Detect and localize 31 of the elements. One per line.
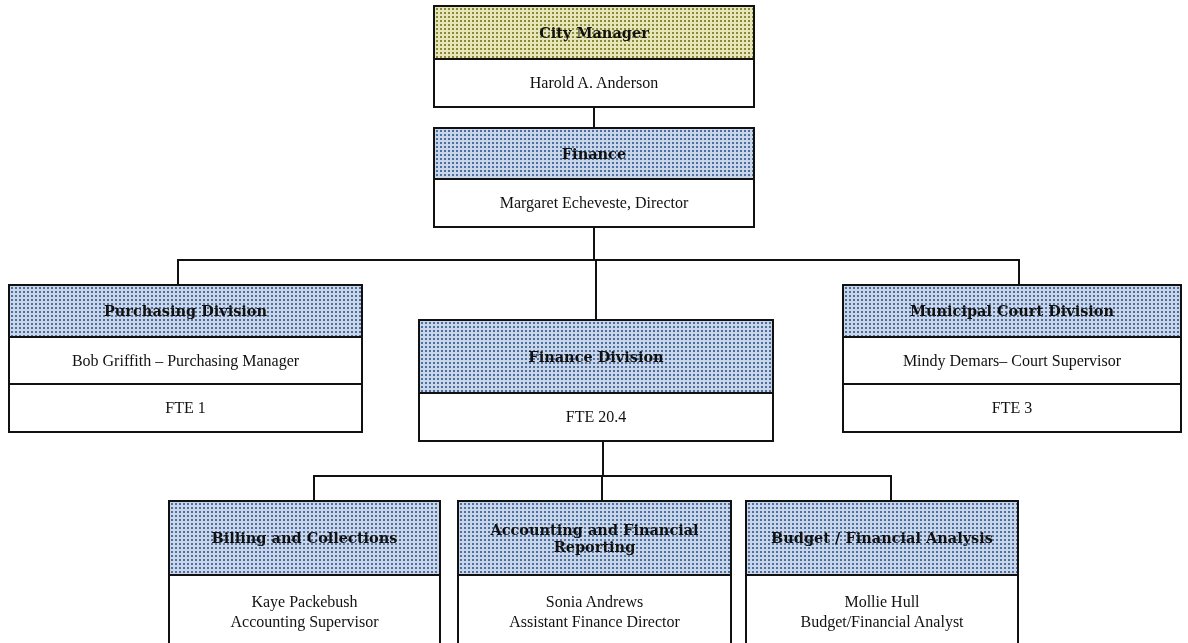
department-header: Finance [435, 129, 753, 178]
staff-text: Harold A. Anderson [529, 73, 659, 93]
department-header: City Manager [435, 7, 753, 58]
org-box [457, 500, 732, 643]
org-box [433, 127, 755, 228]
staff-text: Bob Griffith – Purchasing Manager [71, 350, 300, 371]
connector-line [593, 107, 595, 128]
department-header: Municipal Court Division [844, 286, 1180, 336]
department-header: Purchasing Division [10, 286, 361, 336]
org-box [418, 319, 774, 442]
staff-text: Sonia Andrews [545, 592, 644, 612]
org-box [842, 284, 1182, 433]
org-box [745, 500, 1019, 643]
staff-text: Accounting Supervisor [230, 612, 379, 632]
staff-text: Mollie Hull [844, 592, 920, 612]
department-header: Finance Division [420, 321, 772, 392]
org-box [433, 5, 755, 108]
staff-count: FTE 1 [165, 398, 206, 418]
org-box [8, 284, 363, 433]
department-header: Billing and Collections [170, 502, 439, 574]
connector-line [602, 441, 892, 501]
staff-text: Budget/Financial Analyst [800, 612, 964, 632]
department-header: Budget / Financial Analysis [747, 502, 1017, 574]
staff-text: Margaret Echeveste, Director [499, 193, 689, 213]
staff-text: Mindy Demars– Court Supervisor [902, 350, 1122, 371]
staff-text: Kaye Packebush [251, 592, 358, 612]
department-header: Accounting and Financial Reporting [459, 502, 730, 574]
org-box [168, 500, 441, 643]
staff-text: Assistant Finance Director [509, 612, 680, 632]
staff-count: FTE 3 [991, 398, 1033, 418]
staff-text: FTE 20.4 [565, 407, 627, 427]
